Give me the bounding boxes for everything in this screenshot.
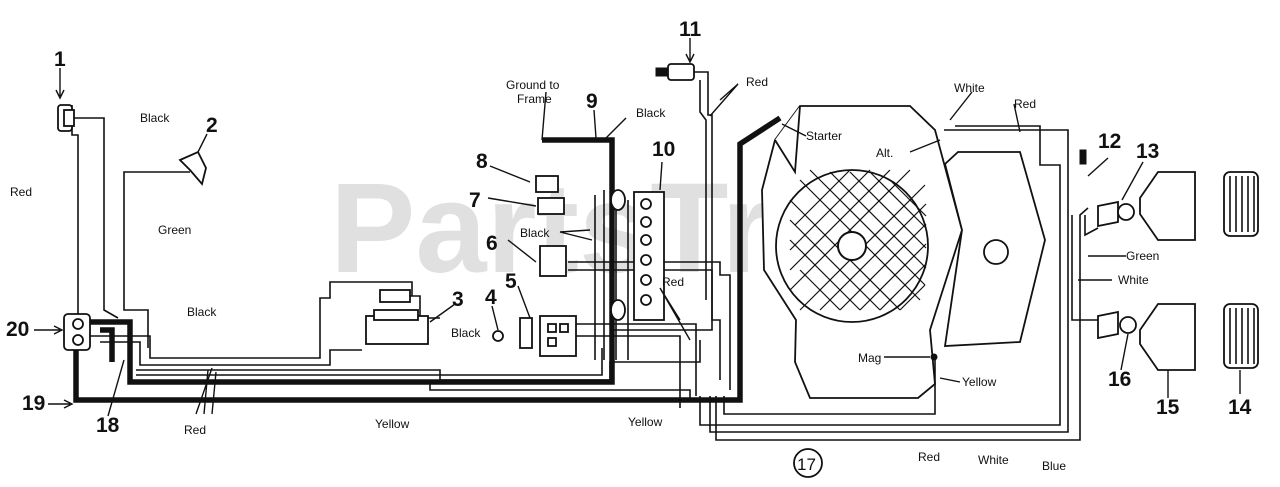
label-red-top: Red: [1014, 97, 1036, 111]
label-starter: Starter: [806, 129, 842, 143]
label-black-center: Black: [451, 326, 481, 340]
part-12-clip: [1079, 149, 1087, 165]
part-number-9: 9: [586, 90, 598, 113]
wire-ground-9: [90, 137, 615, 385]
label-green-left: Green: [158, 223, 191, 237]
label-red-bottom-left: Red: [184, 423, 206, 437]
label-white-bottom: White: [978, 453, 1009, 467]
label-alt: Alt.: [876, 146, 893, 160]
part-number-10: 10: [652, 138, 675, 161]
wire-labels: Black Red Green Black Red Yellow Black G…: [10, 75, 1159, 473]
part-1-switch: [57, 104, 75, 132]
label-black-9: Black: [636, 106, 666, 120]
wire-white-right: [1071, 215, 1102, 321]
part-number-15: 15: [1156, 396, 1180, 419]
part-20-connector: [63, 313, 91, 351]
part-number-6: 6: [486, 232, 498, 255]
wire-6-out: [568, 261, 731, 390]
part-number-20: 20: [6, 318, 29, 341]
part-number-12: 12: [1098, 130, 1121, 153]
label-white-right: White: [1118, 273, 1149, 287]
wire-5-out-b: [560, 335, 681, 408]
part-number-2: 2: [206, 114, 218, 137]
part-8-connector: [535, 175, 559, 193]
part-number-16: 16: [1108, 368, 1131, 391]
wire-heavy-short: [100, 327, 115, 362]
part-number-5: 5: [505, 270, 517, 293]
part-number-1: 1: [54, 48, 66, 71]
wire-5-out: [560, 323, 697, 396]
part-2-clip: [178, 150, 207, 186]
label-green-right: Green: [1126, 249, 1159, 263]
label-red-11: Red: [746, 75, 768, 89]
part-14-lens: [1223, 171, 1259, 369]
wire-red-lower: [136, 348, 603, 376]
part-10-terminal-strip: [610, 189, 665, 321]
wire-blue-lights: [715, 207, 1089, 441]
wire-red-11-b: [699, 80, 707, 300]
part-16-bulb-socket: [1097, 310, 1137, 340]
label-ground-line2: Frame: [517, 92, 552, 106]
label-red-left: Red: [10, 185, 32, 199]
part-15-headlight-housing: [1139, 171, 1196, 371]
part-number-8: 8: [476, 150, 488, 173]
wire-white-alt: [709, 129, 1069, 433]
wire-green-right: [1084, 215, 1099, 237]
part-number-17: 17: [797, 455, 816, 474]
part-number-14: 14: [1228, 396, 1252, 419]
part-numbers: 1 2 3 4 5 6 7 8 9 10 11 12 13 14 15 16 1…: [6, 18, 1252, 474]
wire-black-low: [100, 341, 362, 366]
label-yellow-left: Yellow: [375, 417, 410, 431]
part-number-3: 3: [452, 288, 464, 311]
part-17-circle: [793, 448, 823, 478]
wire-yellow-mag: [723, 357, 936, 415]
leader-lines: [34, 38, 1241, 417]
label-red-bottom: Red: [918, 450, 940, 464]
part-13-bulb-socket: [1097, 200, 1135, 228]
wire-red-alt: [699, 125, 1061, 426]
part-number-7: 7: [469, 189, 481, 212]
part-3-module: [365, 289, 429, 345]
label-black-6: Black: [520, 226, 550, 240]
wire-red-11: [692, 71, 721, 380]
label-yellow-engine: Yellow: [962, 375, 997, 389]
wire-red-left: [71, 105, 79, 318]
part-number-4: 4: [485, 286, 497, 309]
wire-starter-heavy: [73, 115, 782, 403]
components: [57, 63, 1259, 478]
part-7-connector: [537, 197, 565, 215]
part-11-plug: [655, 63, 695, 81]
label-mag: Mag: [858, 351, 881, 365]
wire-yellow-center: [429, 380, 691, 400]
part-number-19: 19: [22, 392, 45, 415]
part-6-switch: [539, 245, 567, 277]
label-blue-bottom: Blue: [1042, 459, 1066, 473]
label-yellow-center: Yellow: [628, 415, 663, 429]
label-red-center: Red: [662, 275, 684, 289]
part-number-13: 13: [1136, 140, 1159, 163]
part-number-11: 11: [679, 18, 702, 41]
engine: [761, 105, 1046, 399]
label-black-mid: Black: [187, 305, 217, 319]
part-5-key-switch: [519, 315, 577, 357]
wire-harness-verticals: [594, 190, 629, 360]
part-4-terminal: [492, 330, 504, 342]
label-black-top: Black: [140, 111, 170, 125]
wire-green-left: [123, 171, 190, 348]
part-number-18: 18: [96, 414, 120, 437]
wire-black-left: [62, 117, 119, 319]
label-white-top: White: [954, 81, 985, 95]
wire-black-mid: [90, 281, 413, 359]
wires: [62, 71, 1102, 441]
label-ground-line1: Ground to: [506, 78, 560, 92]
